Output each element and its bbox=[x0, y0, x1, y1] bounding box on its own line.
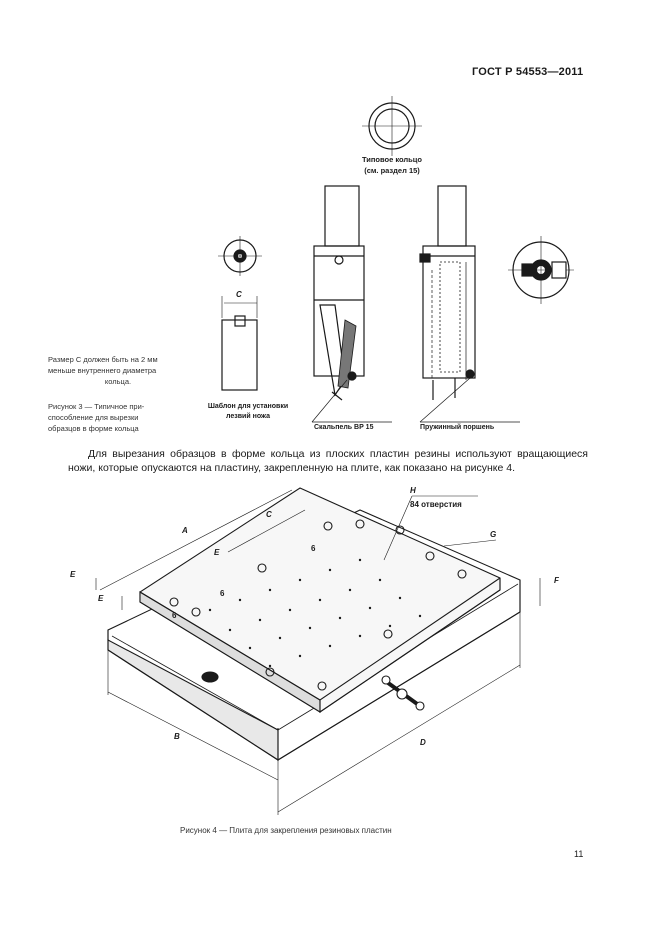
piston-label: Пружинный поршень bbox=[420, 424, 495, 431]
figure-4-drawing bbox=[95, 487, 541, 815]
document-header: ГОСТ Р 54553—2011 bbox=[472, 66, 584, 78]
size-note-line2: меньше внутреннего диаметра bbox=[48, 366, 157, 375]
six-label-1: 6 bbox=[220, 589, 225, 598]
holes-label: 84 отверстия bbox=[410, 500, 462, 509]
template-label-line1: Шаблон для установки bbox=[207, 403, 289, 410]
ring-caption-line2: (см. раздел 15) bbox=[364, 166, 420, 175]
dim-a-label: A bbox=[182, 526, 188, 535]
six-label-2: 6 bbox=[172, 611, 177, 620]
dim-d-label: D bbox=[420, 738, 426, 747]
template-label-line2: лезвий ножа bbox=[226, 413, 270, 420]
figure-3-caption-line1: Рисунок 3 — Типичное при- bbox=[48, 402, 145, 411]
ring-caption: Типовое кольцо (см. раздел 15) bbox=[352, 154, 432, 176]
figure-3-caption-line2: способление для вырезки bbox=[48, 413, 139, 422]
figure-3-caption: Рисунок 3 — Типичное при- способление дл… bbox=[48, 401, 180, 434]
dim-e-label-2: E bbox=[70, 570, 76, 579]
size-note: Размер C должен быть на 2 мм меньше внут… bbox=[48, 354, 188, 387]
six-label-3: 6 bbox=[311, 544, 316, 553]
body-paragraph: Для вырезания образцов в форме кольца из… bbox=[68, 448, 588, 474]
dim-e-label-1: E bbox=[214, 548, 220, 557]
dim-g-label: G bbox=[490, 530, 497, 539]
template-label: Шаблон для установки лезвий ножа bbox=[200, 402, 296, 422]
dim-f-label: F bbox=[554, 576, 559, 585]
size-note-line3: кольца. bbox=[104, 377, 132, 386]
figure-4-caption: Рисунок 4 — Плита для закрепления резино… bbox=[180, 826, 392, 835]
ring-caption-line1: Типовое кольцо bbox=[362, 155, 422, 164]
dim-c4-label: C bbox=[266, 510, 272, 519]
dim-e-label-3: E bbox=[98, 594, 104, 603]
dim-h-label: H bbox=[410, 486, 416, 495]
size-note-line1: Размер C должен быть на 2 мм bbox=[48, 355, 158, 364]
figure-3-caption-line3: образцов в форме кольца bbox=[48, 424, 139, 433]
page-number: 11 bbox=[574, 849, 584, 859]
dim-b-label: B bbox=[174, 732, 180, 741]
cutter-label: Скальпель ВР 15 bbox=[314, 424, 374, 431]
dim-c-label: C bbox=[236, 290, 242, 299]
